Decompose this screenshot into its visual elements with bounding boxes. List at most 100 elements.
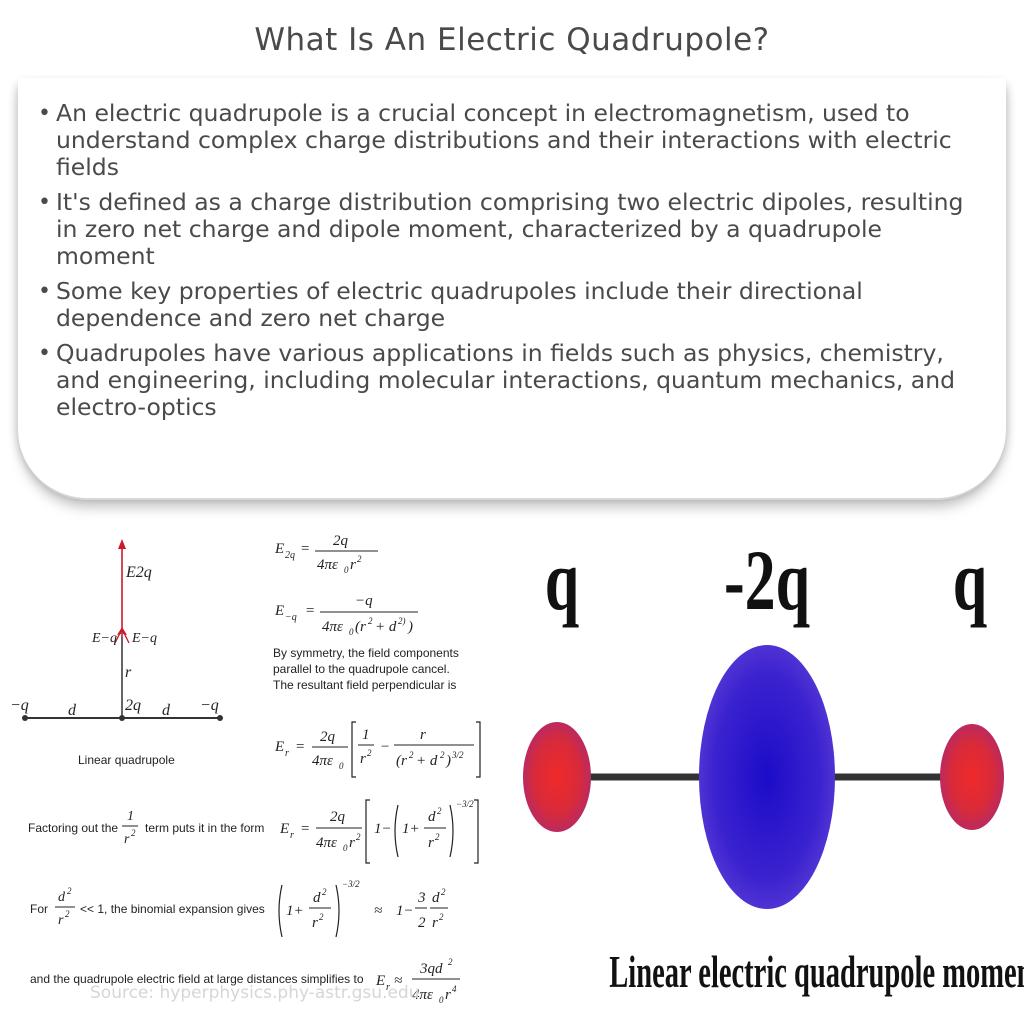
for-text: For [30, 902, 48, 916]
svg-text:r: r [349, 835, 355, 851]
svg-text:d: d [432, 890, 440, 906]
svg-text:r: r [290, 830, 294, 841]
svg-text:E: E [274, 739, 284, 755]
svg-text:2: 2 [319, 912, 324, 922]
svg-text:r: r [124, 832, 130, 847]
summary-card [18, 78, 1006, 500]
svg-text:(r: (r [355, 619, 366, 635]
page-title: What Is An Electric Quadrupole? [254, 22, 770, 58]
svg-text:2: 2 [357, 554, 362, 564]
svg-text:r: r [58, 913, 64, 928]
svg-text:d: d [58, 890, 66, 905]
svg-text:=: = [300, 821, 310, 837]
svg-text:2: 2 [439, 912, 444, 922]
svg-text:0: 0 [344, 565, 349, 575]
svg-text:1−: 1− [374, 821, 392, 837]
label-eminusq-left: E−q [91, 631, 117, 646]
label-e2q: E2q [125, 564, 152, 581]
linear-quadrupole-diagram: E2q E−q E−q r −q d 2q d −q Linear quadru… [10, 533, 481, 1005]
bullet-list: •An electric quadrupole is a crucial con… [38, 100, 988, 429]
svg-text:d: d [313, 890, 321, 906]
label-r: r [125, 664, 132, 681]
bullet-text: Quadrupoles have various applications in… [56, 339, 956, 421]
arrowhead-icon [117, 627, 122, 635]
svg-text:3: 3 [417, 890, 426, 906]
svg-text:2: 2 [356, 832, 361, 842]
svg-text:0: 0 [343, 843, 348, 853]
svg-text:r: r [445, 987, 451, 1003]
charge-dot-left [22, 715, 28, 721]
svg-text:1+: 1+ [286, 903, 304, 919]
factoring-text-b: term puts it in the form [145, 821, 264, 835]
svg-text:E: E [279, 821, 289, 837]
svg-text:r: r [386, 982, 390, 993]
bullet-dot-icon: • [38, 101, 51, 126]
svg-text:3/2: 3/2 [451, 750, 464, 760]
svg-text:1−: 1− [396, 903, 414, 919]
svg-text:2q: 2q [320, 729, 336, 745]
svg-text:2: 2 [131, 828, 136, 838]
bullet-item: •Some key properties of electric quadrup… [38, 278, 988, 332]
bullet-item: •It's defined as a charge distribution c… [38, 189, 988, 270]
svg-text:+ d: + d [416, 753, 438, 769]
label-charge-left: −q [10, 697, 29, 714]
svg-text:0: 0 [349, 627, 354, 637]
svg-text:1: 1 [127, 809, 134, 824]
svg-text:2: 2 [409, 750, 414, 760]
svg-text:2q: 2q [333, 533, 349, 549]
svg-text:2: 2 [435, 832, 440, 842]
svg-text:r: r [350, 557, 356, 573]
label-charge-center: 2q [125, 697, 141, 714]
svg-text:0: 0 [439, 995, 444, 1005]
svg-text:−: − [380, 739, 390, 755]
bullet-item: •An electric quadrupole is a crucial con… [38, 100, 988, 181]
label-charge-right: −q [200, 697, 219, 714]
svg-text:4πε: 4πε [317, 557, 338, 573]
svg-text:1: 1 [362, 727, 370, 743]
binomial-text: << 1, the binomial expansion gives [80, 902, 265, 916]
arrowhead-icon [118, 539, 126, 549]
bullet-text: It's defined as a charge distribution co… [56, 188, 964, 270]
svg-text:=: = [295, 739, 305, 755]
svg-text:r: r [360, 751, 366, 767]
bullet-dot-icon: • [38, 190, 51, 215]
symmetry-text-2: parallel to the quadrupole cancel. [273, 662, 450, 676]
outer-charge-right [940, 724, 1004, 830]
svg-text:2: 2 [367, 748, 372, 758]
center-charge [699, 645, 835, 909]
label-charge-right: q [952, 532, 988, 628]
svg-text:=: = [305, 603, 315, 619]
source-credit: Source: hyperphysics.phy-astr.gsu.edu [90, 983, 420, 1003]
quadrupole-derivation-panel: E2q E−q E−q r −q d 2q d −q Linear quadru… [0, 515, 510, 1024]
molecule-diagram [523, 645, 1004, 909]
svg-text:r: r [420, 727, 426, 743]
symmetry-text-3: The resultant field perpendicular is [273, 678, 456, 692]
svg-text:E: E [274, 603, 284, 619]
svg-text:−3/2: −3/2 [342, 879, 360, 889]
factoring-text-a: Factoring out the [28, 821, 118, 835]
svg-text:2: 2 [441, 887, 446, 897]
label-d-left: d [68, 702, 77, 719]
svg-text:(r: (r [396, 753, 407, 769]
svg-text:3qd: 3qd [419, 961, 443, 977]
svg-text:−q: −q [285, 612, 297, 623]
svg-text:0: 0 [339, 761, 344, 771]
label-charge-center: -2q [723, 532, 811, 628]
svg-text:4πε: 4πε [316, 835, 337, 851]
bullet-text: Some key properties of electric quadrupo… [56, 277, 863, 332]
diagram-caption: Linear quadrupole [78, 753, 175, 767]
svg-text:r: r [312, 915, 318, 931]
svg-text:2: 2 [67, 886, 72, 896]
svg-text:): ) [407, 619, 413, 635]
molecule-caption: Linear electric quadrupole moment [609, 946, 1024, 997]
svg-text:r: r [285, 748, 289, 759]
svg-text:+ d: + d [375, 619, 397, 635]
svg-text:2: 2 [418, 915, 426, 931]
svg-text:=: = [300, 541, 310, 557]
